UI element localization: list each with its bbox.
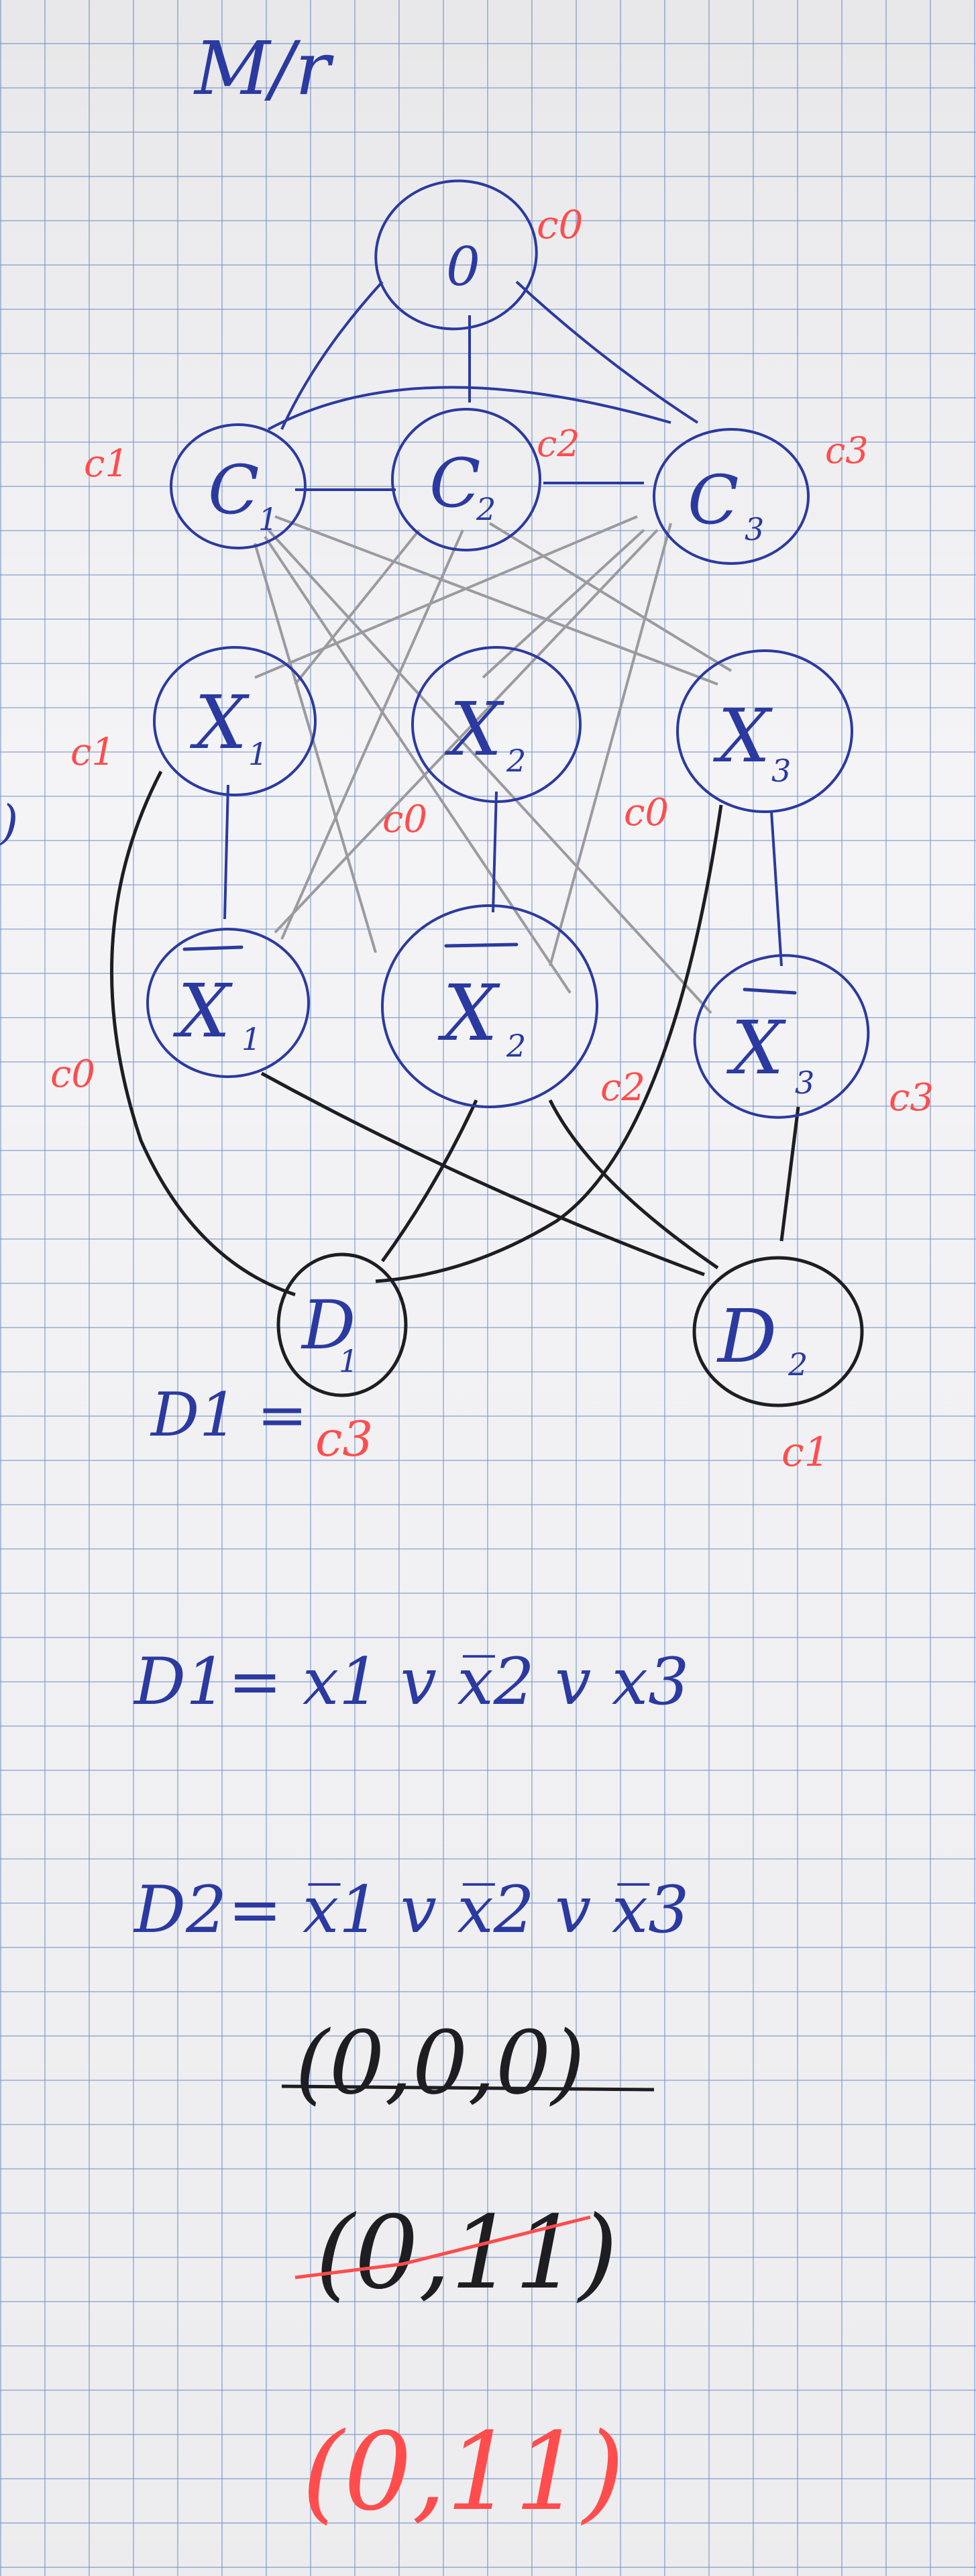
pencil-edges xyxy=(254,515,733,1014)
node-c3-sub: 3 xyxy=(745,511,764,547)
edge-c1-c3-arc xyxy=(268,386,671,431)
edge-c1-nx3 xyxy=(267,529,712,1014)
node-c1: C 1 c1 xyxy=(84,423,307,549)
edge-x1-nx1 xyxy=(223,784,229,920)
node-not-x1: X 1 c0 xyxy=(50,928,310,1096)
formula-d1: D1 = x1 v x̅2 v x3 xyxy=(133,1644,689,1719)
formula-d1-rhs: = x1 v x̅2 v x3 xyxy=(228,1644,689,1719)
node-not-x1-color: c0 xyxy=(50,1053,95,1096)
node-not-x3-color: c3 xyxy=(889,1076,934,1120)
node-d2-label: D xyxy=(716,1293,777,1379)
node-x2-sub: 2 xyxy=(506,743,526,779)
node-x3: X 3 c0 xyxy=(624,649,853,835)
node-x2-color: c0 xyxy=(382,798,427,841)
assignment-strike-line xyxy=(281,2084,655,2092)
node-not-x1-bar xyxy=(182,945,243,951)
d1-color-label: c3 xyxy=(315,1411,373,1467)
node-d1-sub: 1 xyxy=(339,1343,358,1379)
node-root-color: c0 xyxy=(537,202,583,248)
edge-c1-nx2 xyxy=(254,543,377,953)
node-c2: C 2 c2 xyxy=(391,408,580,551)
node-not-x1-sub: 1 xyxy=(241,1021,261,1057)
edge-c1-x3 xyxy=(274,515,718,686)
edge-margin-mark: ) xyxy=(0,795,18,850)
node-d1: D 1 xyxy=(276,1252,408,1397)
node-x1: X 1 c1 xyxy=(70,646,317,796)
edge-c3-x2 xyxy=(482,529,645,679)
edge-x3-d1 xyxy=(375,804,723,1283)
edge-nx3-d2 xyxy=(779,1106,800,1242)
node-x3-sub: 3 xyxy=(771,753,791,789)
node-x1-color: c1 xyxy=(70,731,115,774)
node-x3-color: c0 xyxy=(624,791,669,835)
node-d2-sub: 2 xyxy=(788,1346,808,1383)
node-c2-label: C xyxy=(429,444,481,523)
edge-c2-nx1 xyxy=(280,529,464,940)
page-heading: M/r xyxy=(193,25,335,111)
edge-root-c3 xyxy=(515,280,699,424)
blue-edges xyxy=(223,280,783,967)
node-x2: X 2 c0 xyxy=(382,646,582,841)
node-d2-color: c1 xyxy=(781,1429,830,1476)
node-c3-label: C xyxy=(688,461,739,539)
formula-d2-rhs: = x̅1 v x̅2 v x̅3 xyxy=(228,1872,689,1947)
node-not-x3-label: X xyxy=(726,1005,786,1091)
edge-c3-x1 xyxy=(254,515,638,679)
assignment-black-text: (0,11) xyxy=(315,2195,618,2312)
node-x1-label: X xyxy=(189,680,250,765)
node-d1-label: D xyxy=(301,1286,356,1364)
node-not-x2-bar xyxy=(444,943,519,948)
node-not-x3-bar xyxy=(743,987,797,995)
node-c1-color: c1 xyxy=(84,442,129,486)
node-not-x2-label: X xyxy=(437,969,500,1059)
edge-c2-x3 xyxy=(488,522,733,672)
node-root: 0 c0 xyxy=(374,179,583,331)
assignment-red: (0,11) xyxy=(302,2409,625,2534)
assignment-struck-text: (0,0,0) xyxy=(295,2012,585,2114)
assignment-struck: (0,0,0) xyxy=(281,2012,655,2114)
node-not-x2-color: c2 xyxy=(600,1066,645,1110)
node-c2-color: c2 xyxy=(537,423,580,465)
edge-nx2-d1 xyxy=(380,1099,478,1263)
edge-nx2-d2 xyxy=(548,1099,719,1270)
node-c3-color: c3 xyxy=(825,429,869,472)
edge-nx1-d2 xyxy=(260,1071,705,1277)
node-c3: C 3 c3 xyxy=(653,428,869,565)
node-c2-sub: 2 xyxy=(476,491,496,527)
assignment-red-text: (0,11) xyxy=(302,2409,625,2534)
edge-root-c1 xyxy=(280,280,384,430)
assignment-black: (0,11) xyxy=(294,2195,618,2312)
node-not-x3: X 3 c3 xyxy=(693,954,934,1120)
edge-c3-nx1 xyxy=(274,529,659,934)
node-x3-label: X xyxy=(712,693,773,779)
node-not-x1-label: X xyxy=(172,968,233,1054)
node-x1-sub: 1 xyxy=(248,736,268,772)
node-c1-sub: 1 xyxy=(258,501,278,537)
edge-x3-nx3 xyxy=(770,811,783,967)
d1-equals-label: D1 = xyxy=(150,1380,307,1450)
node-not-x2-sub: 2 xyxy=(506,1028,526,1064)
node-c1-label: C xyxy=(208,451,260,529)
black-edges xyxy=(110,770,800,1297)
node-root-label: 0 xyxy=(446,235,480,298)
edge-x1-d1 xyxy=(110,770,296,1297)
edge-c3-nx2 xyxy=(549,523,672,967)
formula-d2: D2 = x̅1 v x̅2 v x̅3 xyxy=(133,1872,689,1947)
assignment-red-strike xyxy=(294,2215,591,2279)
edge-c1-nx2b xyxy=(264,535,572,994)
node-not-x3-sub: 3 xyxy=(795,1065,814,1101)
node-not-x2: X 2 c2 xyxy=(381,904,645,1110)
formula-d1-lhs: D1 xyxy=(133,1644,227,1719)
formula-d2-lhs: D2 xyxy=(133,1872,227,1947)
edge-c2-x1 xyxy=(294,529,421,686)
edge-x2-nx2 xyxy=(492,791,498,913)
node-d2: D 2 c1 xyxy=(692,1256,864,1476)
node-x2-label: X xyxy=(444,686,504,772)
